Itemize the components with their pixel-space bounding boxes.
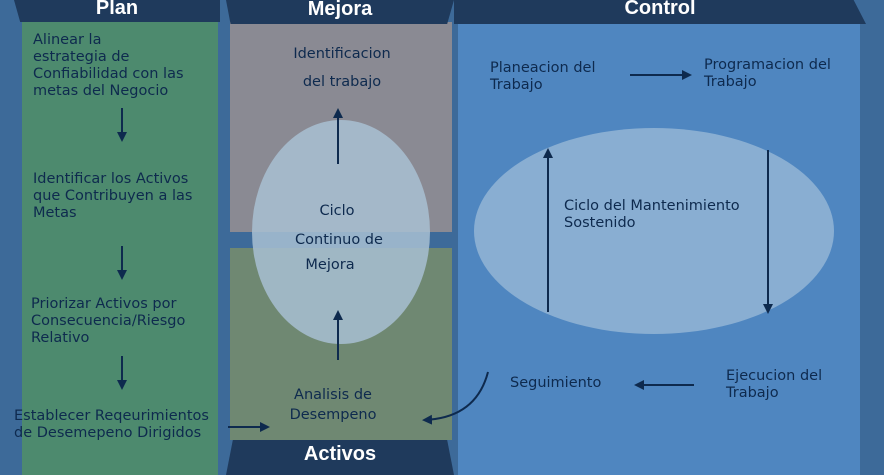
programacion-label: Programacion del Trabajo bbox=[704, 57, 831, 90]
mejora-cycle-ellipse bbox=[252, 120, 430, 344]
seguimiento-to-analisis-arrow bbox=[422, 371, 489, 425]
seguimiento-label: Seguimiento bbox=[510, 375, 602, 391]
cycle-label-line-1: Ciclo bbox=[319, 203, 355, 219]
cycle-label-line-2: Continuo de bbox=[295, 232, 383, 248]
mantenimiento-cycle-label: Ciclo del Mantenimiento Sostenido bbox=[564, 198, 740, 231]
mejora-header-bar bbox=[226, 0, 454, 24]
analisis-label: Analisis de Desempeno bbox=[289, 387, 377, 423]
plan-header-bar bbox=[14, 0, 220, 22]
planeacion-label: Planeacion del Trabajo bbox=[490, 60, 596, 93]
cycle-label-line-3: Mejora bbox=[305, 257, 355, 273]
plan-step-2: Identificar los Activos que Contribuyen … bbox=[33, 171, 193, 221]
plan-panel bbox=[22, 18, 218, 475]
control-header-bar bbox=[454, 0, 866, 24]
plan-title: Plan bbox=[95, 0, 139, 19]
identificacion-label: Identificacion del trabajo bbox=[293, 46, 391, 90]
plan-step-3: Priorizar Activos por Consecuencia/Riesg… bbox=[31, 296, 186, 346]
plan-step-1: Alinear la estrategia de Confiabilidad c… bbox=[33, 32, 184, 99]
plan-step-4: Establecer Reqeurimientos de Desemepeno … bbox=[14, 408, 209, 441]
control-cycle-ellipse bbox=[474, 128, 834, 334]
ejecucion-label: Ejecucion del Trabajo bbox=[726, 368, 823, 401]
activos-footer-label: Activos bbox=[303, 443, 377, 465]
mejora-title: Mejora bbox=[307, 0, 373, 20]
control-title: Control bbox=[624, 0, 696, 19]
mejora-footer-bar bbox=[226, 440, 454, 475]
